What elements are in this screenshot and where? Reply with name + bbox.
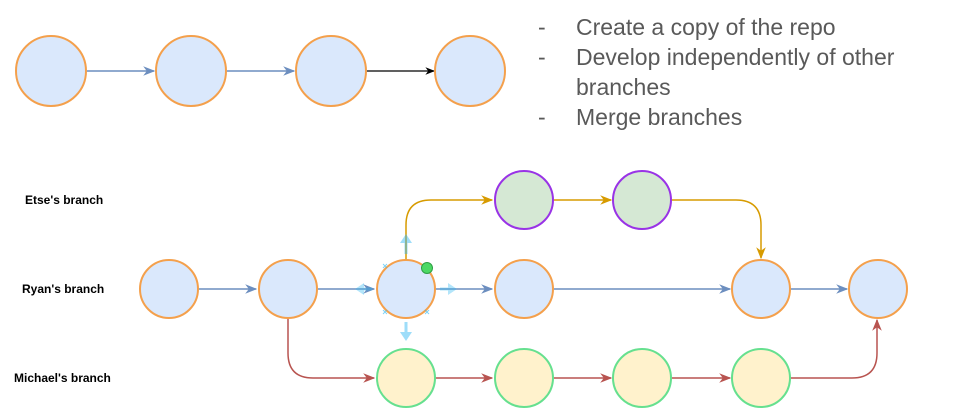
etse-commits (494, 170, 672, 230)
bullet-marker: - (538, 44, 546, 70)
linear-history (15, 35, 506, 107)
bullet-text: Merge branches (576, 104, 743, 130)
etse-branch-out-edge (405, 195, 494, 260)
ryan-branch-label: Ryan's branch (22, 282, 105, 296)
linear-commit-4[interactable] (434, 35, 506, 107)
ryan-commit-5[interactable] (731, 259, 791, 319)
feature-bullet-list: - Create a copy of the repo - Develop in… (536, 12, 966, 132)
rotation-handle[interactable] (421, 262, 433, 274)
connect-arrow-up-handle[interactable] (400, 234, 412, 254)
connect-arrow-down-handle[interactable] (400, 322, 412, 341)
resize-corner-marks[interactable] (382, 263, 430, 315)
bullet-item: - Develop independently of other branche… (536, 42, 966, 102)
ryan-commit-6[interactable] (848, 259, 908, 319)
bullet-text: Develop independently of other branches (576, 44, 895, 100)
ryan-commit-2[interactable] (258, 259, 318, 319)
ryan-commits (139, 259, 908, 319)
connect-arrow-right-handle[interactable] (440, 283, 457, 295)
linear-commit-2[interactable] (155, 35, 227, 107)
ryan-commit-3-selected[interactable] (376, 259, 436, 319)
bullet-text: Create a copy of the repo (576, 14, 836, 40)
connect-arrow-left-handle[interactable] (355, 283, 372, 295)
ryan-commit-4[interactable] (494, 259, 554, 319)
bullet-item: - Merge branches (536, 102, 966, 132)
bullet-marker: - (538, 14, 546, 40)
michael-commit-1[interactable] (376, 348, 436, 408)
michael-commit-3[interactable] (612, 348, 672, 408)
selection-overlay (355, 234, 457, 341)
branch-edges (199, 195, 882, 383)
etse-commit-1[interactable] (494, 170, 554, 230)
etse-merge-edge (671, 199, 766, 260)
etse-commit-2[interactable] (612, 170, 672, 230)
michael-commit-4[interactable] (731, 348, 791, 408)
bullet-marker: - (538, 104, 546, 130)
linear-commit-3[interactable] (295, 35, 367, 107)
ryan-commit-1[interactable] (139, 259, 199, 319)
michael-branch-out-edge (287, 318, 376, 383)
michael-commits (376, 348, 791, 408)
michael-commit-2[interactable] (494, 348, 554, 408)
michael-branch-label: Michael's branch (14, 371, 111, 385)
linear-commit-1[interactable] (15, 35, 87, 107)
etse-branch-label: Etse's branch (25, 193, 104, 207)
bullet-item: - Create a copy of the repo (536, 12, 966, 42)
michael-merge-edge (790, 318, 882, 379)
